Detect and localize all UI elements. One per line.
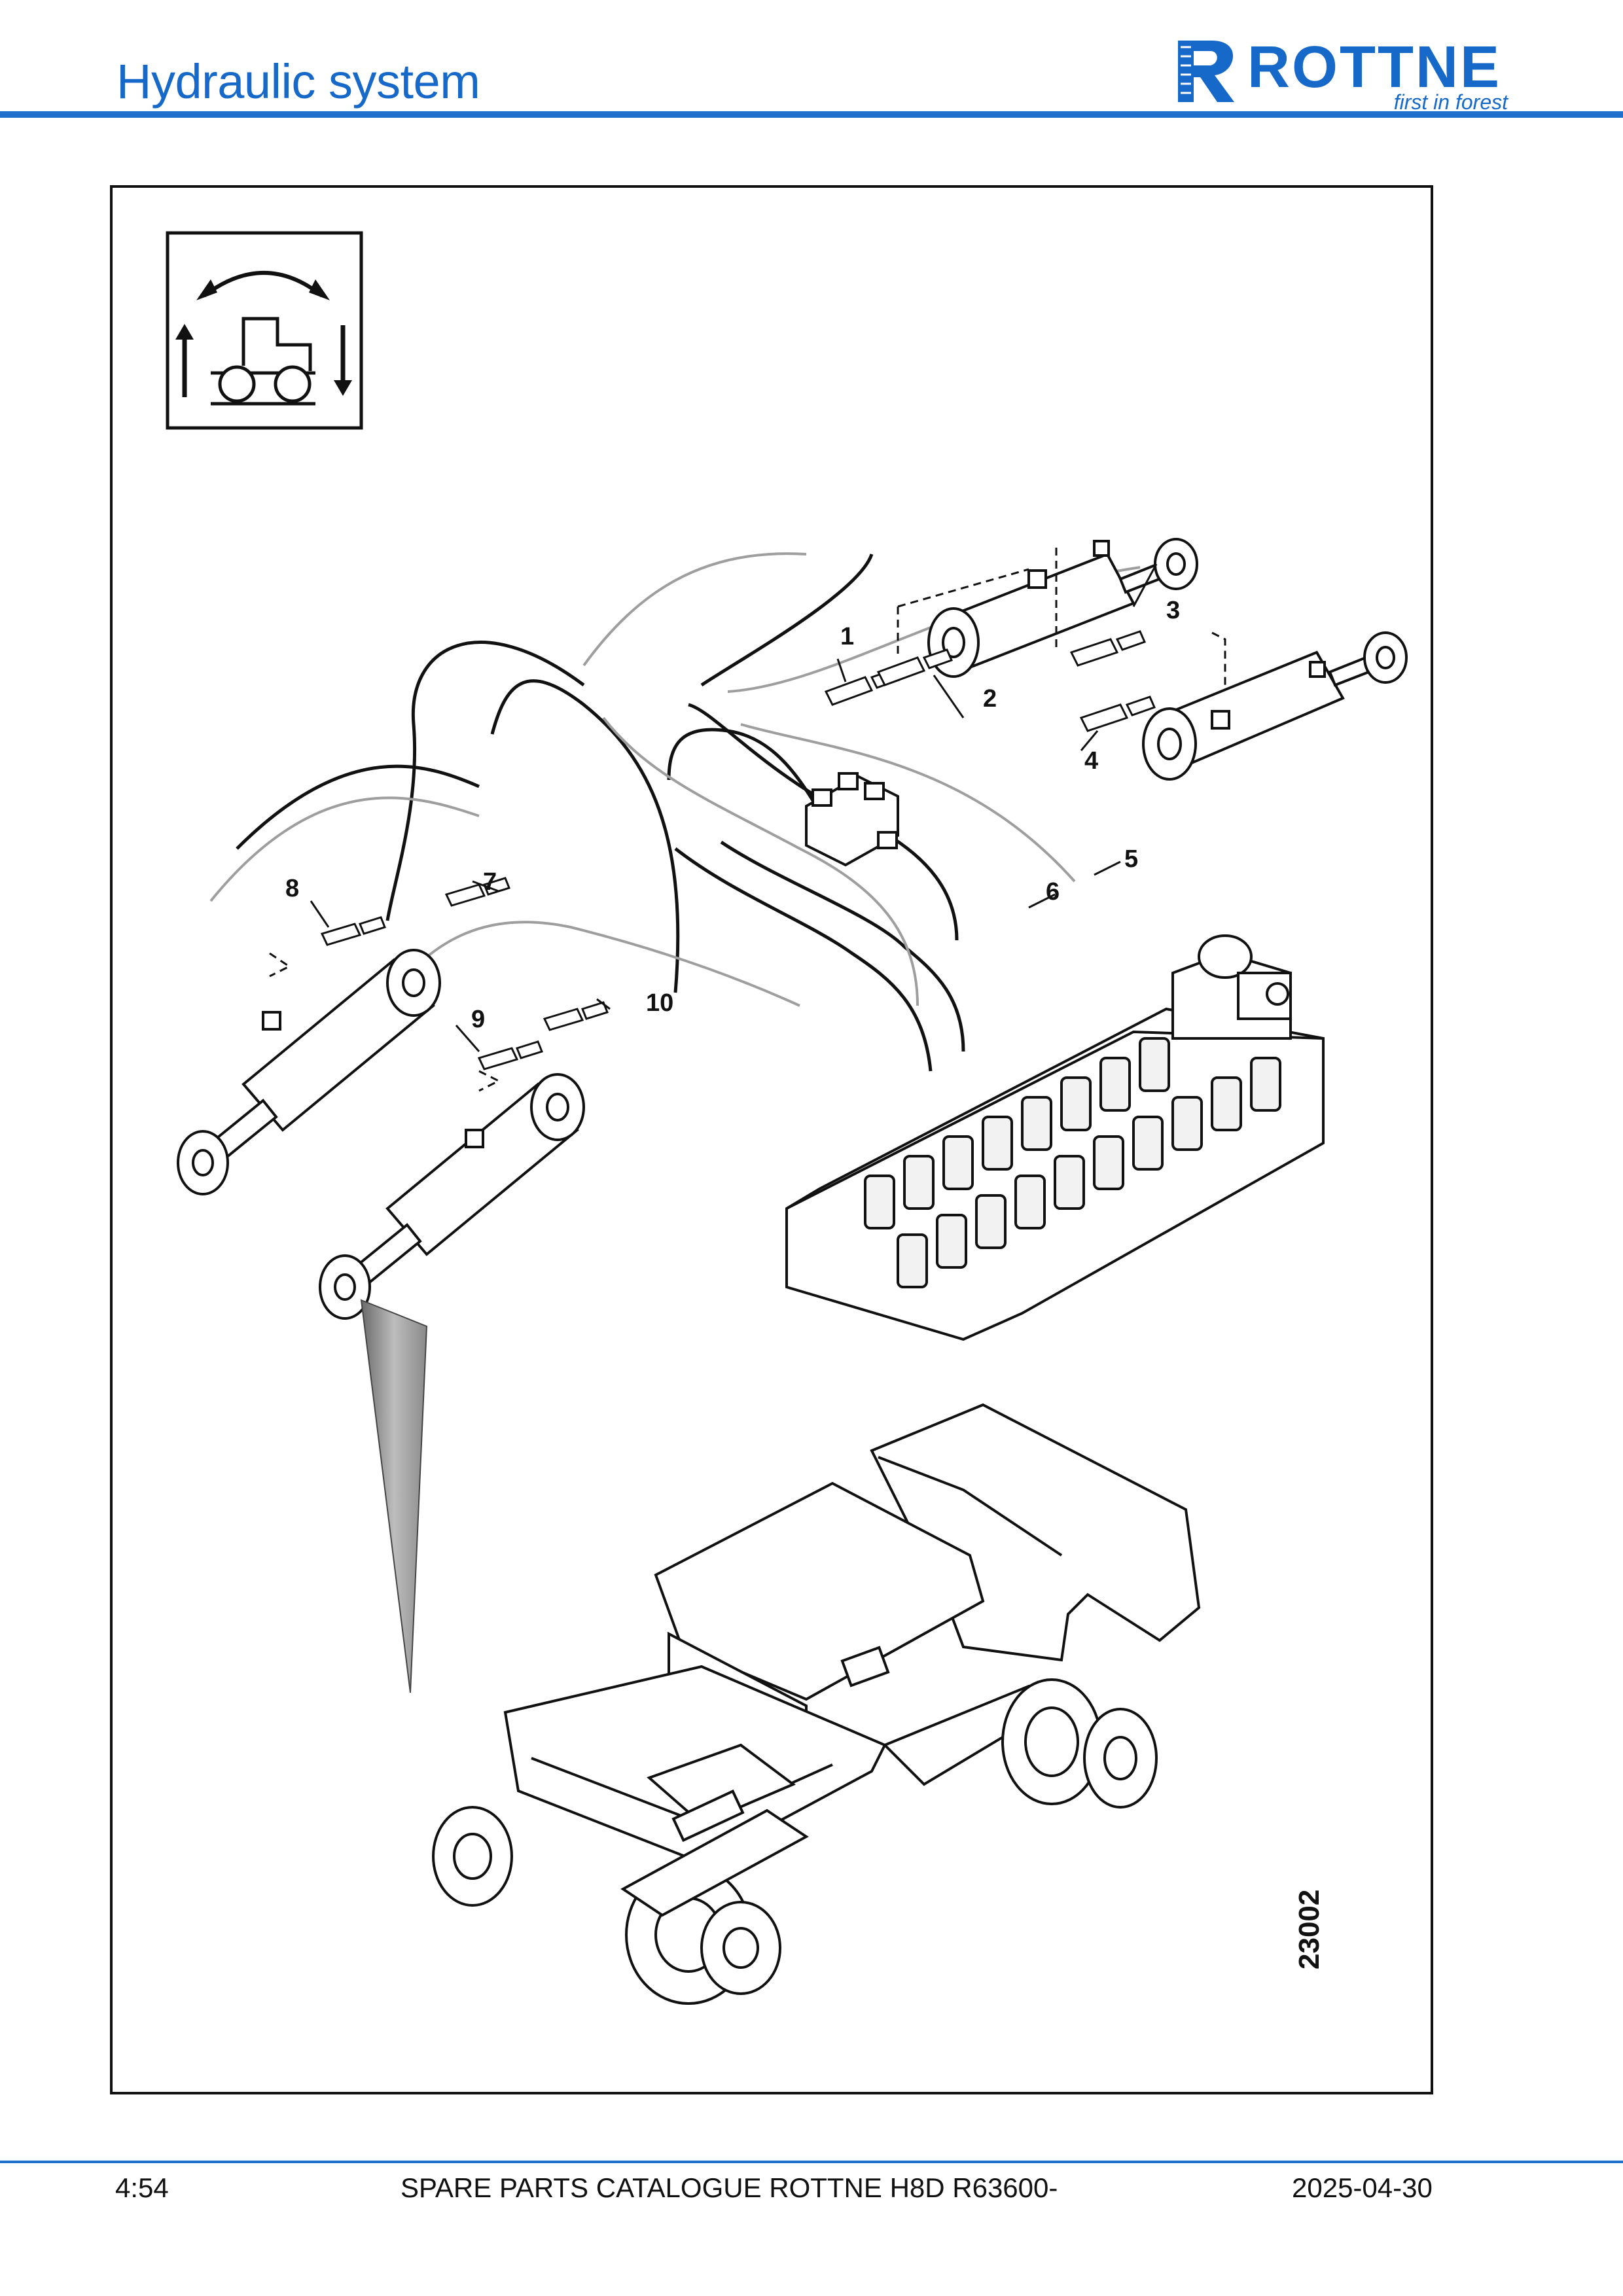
hydraulic-cylinder-left <box>177 949 441 1195</box>
callout-4: 4 <box>1084 747 1099 775</box>
header-divider <box>0 111 1623 118</box>
callout-5: 5 <box>1124 845 1139 873</box>
exploded-view-figure: 1 2 3 4 5 6 7 8 9 10 <box>110 185 1433 2094</box>
page-number: 4:54 <box>115 2172 169 2203</box>
location-pointer <box>360 1299 428 1693</box>
brand-logo: ROTTNE first in forest <box>1171 34 1512 114</box>
footer-divider <box>0 2161 1623 2163</box>
catalogue-date: 2025-04-30 <box>1292 2172 1433 2203</box>
hose-lines-black <box>236 554 965 1072</box>
machine-chassis <box>432 1403 1201 2005</box>
callout-1: 1 <box>840 623 855 650</box>
callout-3: 3 <box>1166 597 1181 624</box>
logo-tagline: first in forest <box>1393 90 1508 114</box>
hydraulic-cylinder-upper-right <box>1142 631 1408 781</box>
main-control-valve <box>785 934 1325 1341</box>
leader-lines <box>269 548 1226 1092</box>
callout-2: 2 <box>983 685 997 713</box>
pendulum-axle-tilt-icon <box>166 231 363 430</box>
hose-fittings <box>320 630 1156 1070</box>
callout-9: 9 <box>471 1006 486 1033</box>
callout-10: 10 <box>646 989 674 1017</box>
catalogue-title: SPARE PARTS CATALOGUE ROTTNE H8D R63600- <box>401 2172 1058 2203</box>
rottne-r-logo-icon <box>1178 41 1234 102</box>
callout-6: 6 <box>1046 878 1060 906</box>
hydraulic-cylinder-upper <box>927 538 1198 678</box>
callout-8: 8 <box>285 875 300 902</box>
figure-number: 23002 <box>1293 1889 1325 1969</box>
hydraulic-cylinder-lower <box>319 1073 585 1320</box>
callout-7: 7 <box>483 868 497 896</box>
central-valve-block <box>805 772 899 867</box>
logo-wordmark: ROTTNE <box>1247 35 1501 100</box>
hydraulic-diagram-drawing <box>166 231 1408 2005</box>
page-title: Hydraulic system <box>116 54 480 109</box>
